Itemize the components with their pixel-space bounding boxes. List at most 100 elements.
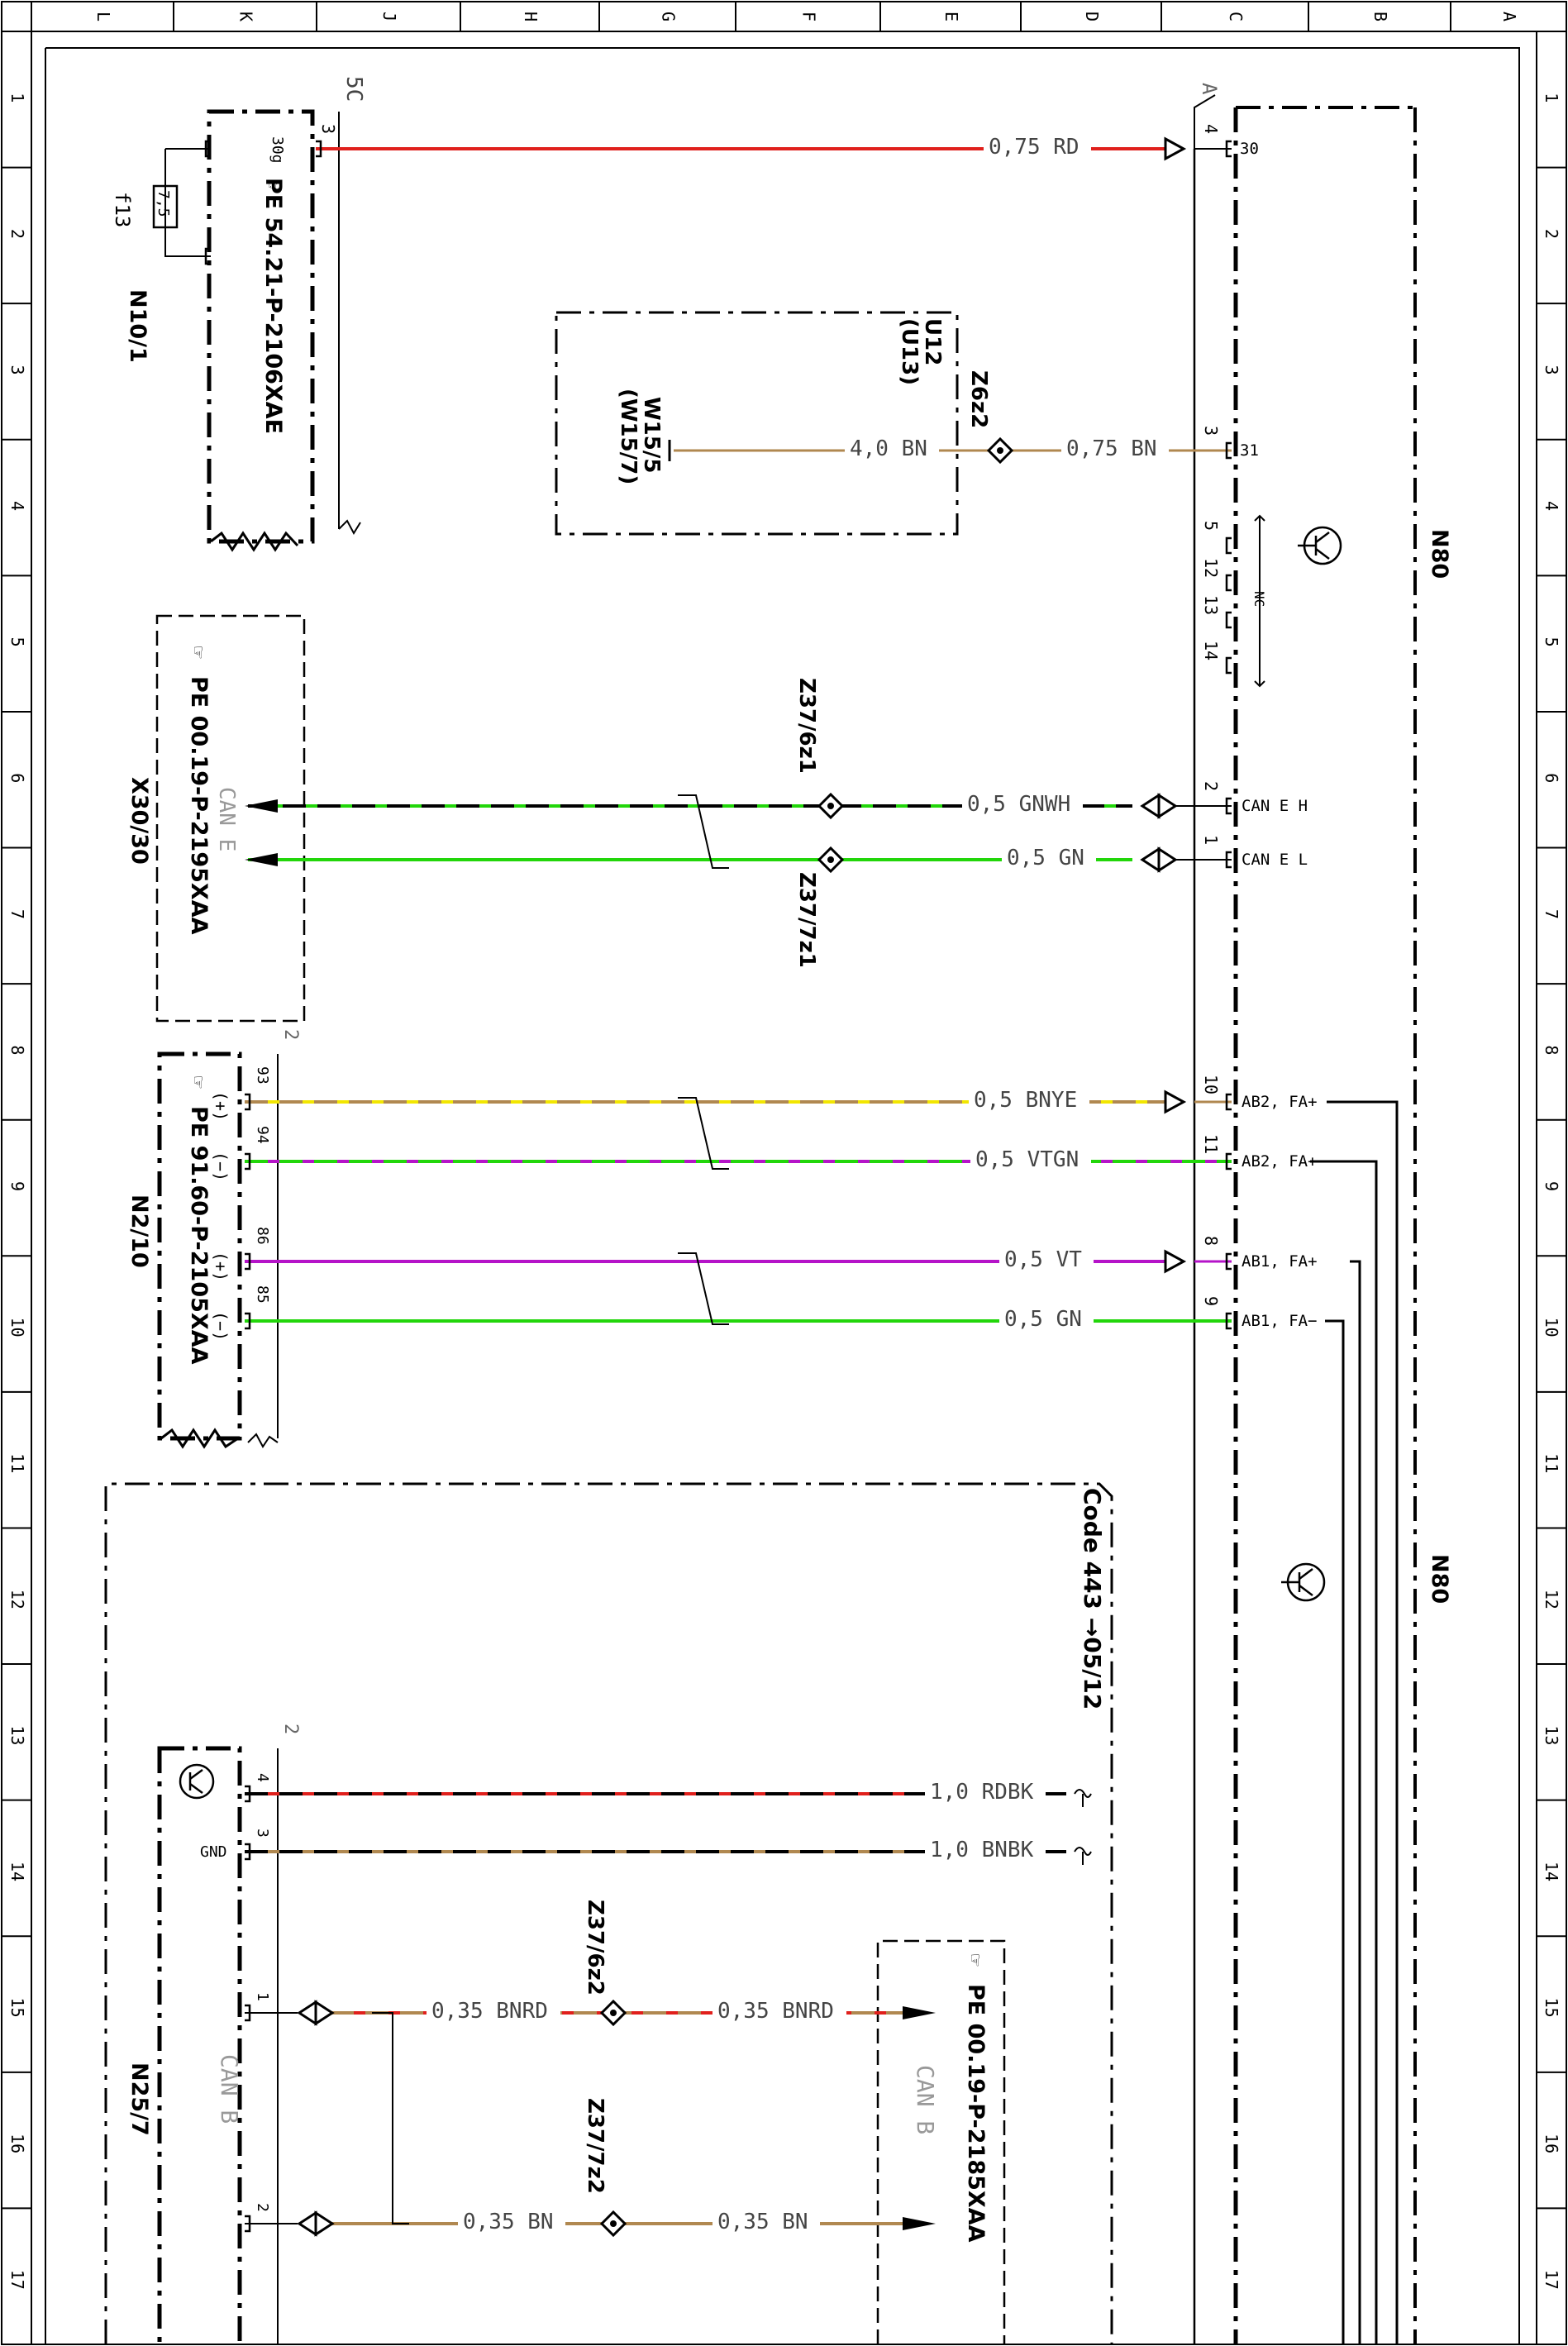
wire-ab1-plus-pol: (+) xyxy=(211,1252,231,1281)
wire-can-e-h-pin: 2 xyxy=(1201,781,1221,791)
wire-ab2-plus-pin: 10 xyxy=(1201,1075,1221,1094)
transistor-icon xyxy=(1298,526,1342,565)
row-number: 2 xyxy=(7,229,27,239)
row-number: 8 xyxy=(7,1045,27,1055)
wire-can-b-h2-label: 0,35 BNRD xyxy=(717,1999,834,2024)
can-b-ref-box xyxy=(876,1939,1006,2344)
row-number: 13 xyxy=(1542,1725,1561,1745)
x30-30-module xyxy=(155,614,306,1023)
u12-module xyxy=(555,311,959,536)
wire-ab2-plus-label: 0,5 BNYE xyxy=(974,1088,1077,1113)
n2-10-ref-label: PE 91.60-P-2105XAA xyxy=(186,1106,212,1365)
wire-ab1-plus-label: 0,5 VT xyxy=(1004,1247,1082,1272)
row-number: 15 xyxy=(7,1998,27,2018)
fuse-name-label: f13 xyxy=(111,192,134,227)
n10-1-name-label: N10/1 xyxy=(125,289,150,363)
wire-ab1-minus-pin: 9 xyxy=(1201,1296,1221,1306)
row-number: 15 xyxy=(1542,1998,1561,2018)
row-number: 13 xyxy=(7,1725,27,1745)
n80-name-label: N80 xyxy=(1427,529,1452,579)
wire-31b-pin: 3 xyxy=(1201,426,1221,436)
row-number: 10 xyxy=(7,1318,27,1338)
wire-ab1-minus-label: 0,5 GN xyxy=(1004,1307,1082,1332)
column-letter: A xyxy=(1499,12,1519,21)
z6z2-label: Z6z2 xyxy=(966,370,991,428)
wire-31a-label: 4,0 BN xyxy=(850,436,927,461)
wire-ab2-minus-label: 0,5 VTGN xyxy=(975,1147,1079,1172)
nc-pin: 14 xyxy=(1201,641,1221,660)
wire-can-e-l-terminal: CAN E L xyxy=(1242,851,1308,869)
column-letter: J xyxy=(379,12,399,21)
hand-icon: ☞ xyxy=(261,180,284,193)
wire-ab2-minus-terminal: AB2, FA+ xyxy=(1242,1152,1318,1171)
wire-can-e-l-pin: 1 xyxy=(1201,835,1221,845)
row-number: 3 xyxy=(7,365,27,374)
nc-bracket xyxy=(1254,514,1265,688)
row-number: 12 xyxy=(7,1590,27,1609)
n25-7-bus-label: CAN B xyxy=(216,2054,243,2124)
row-number: 2 xyxy=(1542,229,1561,239)
wire-can-e-h-terminal: CAN E H xyxy=(1242,797,1308,815)
z37-6z1-label: Z37/6z1 xyxy=(794,678,819,774)
n80-name-label-2: N80 xyxy=(1427,1554,1452,1604)
n10-1-module xyxy=(152,109,361,552)
n2-10-module xyxy=(157,1051,279,1449)
wire-30-label: 0,75 RD xyxy=(989,135,1079,160)
x30-30-ref-label: PE 00.19-P-2195XAA xyxy=(186,676,212,935)
n10-1-pin-a: 3 xyxy=(318,124,338,134)
wire-ab2-plus-terminal: AB2, FA+ xyxy=(1242,1093,1318,1111)
nc-pin: 13 xyxy=(1201,595,1221,615)
row-number: 16 xyxy=(7,2134,27,2153)
u12-line1: U12 xyxy=(920,318,945,365)
row-number: 11 xyxy=(1542,1453,1561,1473)
row-number: 7 xyxy=(7,909,27,919)
row-number: 5 xyxy=(7,637,27,647)
wire-rdbk-pin: 4 xyxy=(254,1773,271,1782)
column-letter: D xyxy=(1082,12,1102,21)
n10-1-pin-b: 30g xyxy=(269,136,286,164)
wire-can-b-h1-label: 0,35 BNRD xyxy=(431,1999,548,2024)
code-443-box xyxy=(104,1482,1113,2344)
column-letter: C xyxy=(1226,12,1246,21)
n10-1-ref-label: PE 54.21-P-2106XAE xyxy=(260,178,286,434)
fuse-value-label: 7,5 xyxy=(155,190,172,217)
hand-icon: ☞ xyxy=(964,1954,987,1967)
transistor-icon xyxy=(179,1763,215,1800)
n80-output-lines xyxy=(1310,1100,1399,2344)
wire-bnbk-pin: 3 xyxy=(254,1829,271,1838)
wire-ab2-minus-left-pin: 94 xyxy=(254,1126,271,1144)
n80-module xyxy=(1193,94,1417,2344)
wire-30-pin: 4 xyxy=(1201,124,1221,134)
wire-can-e-h-label: 0,5 GNWH xyxy=(967,792,1070,817)
wire-ab2-plus-pol: (+) xyxy=(211,1091,231,1121)
n10-1-plug-label: 5C xyxy=(341,76,366,102)
w15-line2: (W15/7) xyxy=(616,389,641,484)
row-number: 9 xyxy=(1542,1181,1561,1191)
wire-31b-terminal: 31 xyxy=(1240,441,1259,460)
n2-10-plug-label: 2 xyxy=(280,1029,301,1040)
wire-ab1-plus-pin: 8 xyxy=(1201,1236,1221,1246)
hand-icon: ☞ xyxy=(187,1076,210,1089)
row-number: 10 xyxy=(1542,1318,1561,1338)
u12-line2: (U13) xyxy=(897,318,922,385)
wire-ab2-plus-left-pin: 93 xyxy=(254,1066,271,1085)
nc-label: NC xyxy=(1251,591,1267,607)
row-number: 12 xyxy=(1542,1590,1561,1609)
wire-31b-label: 0,75 BN xyxy=(1066,436,1157,461)
row-number: 7 xyxy=(1542,909,1561,919)
can-b-ref-label: PE 00.19-P-2185XAA xyxy=(963,1984,989,2243)
x30-30-name-label: X30/30 xyxy=(126,777,152,865)
row-number: 17 xyxy=(7,2270,27,2290)
wire-ab2-minus-pol: (−) xyxy=(211,1152,231,1181)
wire-30-terminal: 30 xyxy=(1240,140,1259,158)
n25-7-name-label: N25/7 xyxy=(126,2062,152,2136)
n2-10-name-label: N2/10 xyxy=(126,1194,152,1268)
n80-plug-label: A xyxy=(1198,83,1221,95)
nc-pin: 5 xyxy=(1201,521,1221,531)
row-number: 9 xyxy=(7,1181,27,1191)
row-number: 3 xyxy=(1542,365,1561,374)
